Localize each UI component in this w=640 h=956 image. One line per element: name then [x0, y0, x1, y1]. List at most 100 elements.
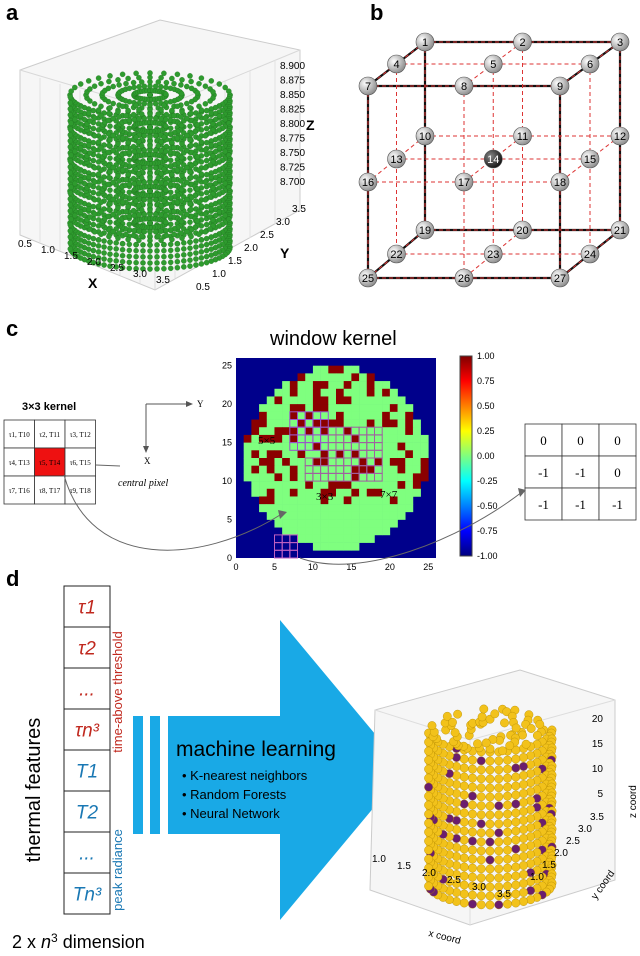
- heatmap-cell: [266, 481, 275, 490]
- point: [67, 100, 74, 106]
- heatmap-cell: [266, 396, 275, 405]
- output-point: [468, 836, 477, 846]
- heatmap-cell: [336, 481, 344, 490]
- point: [207, 130, 213, 136]
- point: [126, 241, 133, 248]
- node-ball: [550, 172, 570, 192]
- heatmap-cell: [351, 404, 360, 413]
- colorbar-tick: -0.75: [477, 526, 498, 536]
- point: [147, 166, 153, 172]
- point: [188, 78, 194, 85]
- point: [158, 211, 164, 218]
- point: [95, 255, 102, 261]
- heatmap-cell: [305, 465, 314, 474]
- heatmap-cell: [351, 373, 360, 382]
- point: [107, 137, 113, 143]
- heatmap-cell: [366, 519, 375, 528]
- point: [126, 253, 133, 260]
- output-point: [498, 746, 507, 756]
- heatmap-cell: [343, 411, 352, 420]
- heatmap-cell: [343, 542, 352, 551]
- ml-method: • Neural Network: [182, 806, 280, 821]
- heatmap-cell: [343, 496, 352, 505]
- heatmap-cell: [305, 519, 314, 528]
- output-point: [476, 810, 486, 820]
- window-label: 5×5: [258, 435, 276, 447]
- output-value: 0: [614, 465, 621, 480]
- output-z-tick: 5: [597, 789, 603, 800]
- point: [136, 147, 142, 154]
- point: [216, 209, 223, 215]
- heatmap-cell: [251, 465, 260, 474]
- thermal-features-label: thermal features: [23, 718, 45, 863]
- heatmap-cell: [397, 404, 406, 413]
- point: [203, 125, 210, 132]
- heatmap-cell: [266, 473, 275, 482]
- output-value: -1: [575, 465, 586, 480]
- output-y-tick: 1.0: [530, 872, 544, 883]
- heatmap-cell: [328, 504, 337, 513]
- heatmap-cell: [251, 442, 260, 451]
- heatmap-cell: [320, 411, 329, 420]
- heatmap-cell: [389, 396, 398, 405]
- heatmap-cell: [289, 442, 298, 451]
- y-tick: 2.5: [260, 230, 274, 241]
- point: [169, 107, 175, 114]
- heatmap-cell: [289, 404, 298, 413]
- heatmap-cell: [289, 465, 298, 474]
- point: [193, 262, 199, 268]
- point: [222, 180, 228, 187]
- heatmap-cell: [412, 427, 421, 436]
- heatmap-cell: [366, 373, 375, 382]
- heatmap-cell: [336, 365, 344, 374]
- feature-cell: [63, 790, 111, 833]
- heatmap-cell: [289, 411, 298, 420]
- point: [131, 116, 137, 123]
- panel-a-z-ticks: 8.7008.7258.7508.7758.8008.8258.8508.875…: [280, 61, 305, 188]
- output-point: [500, 718, 509, 728]
- point: [155, 143, 162, 149]
- heatmap-cell: [389, 488, 398, 497]
- node-ball: [415, 126, 435, 146]
- point: [147, 70, 153, 76]
- heatmap-cell: [397, 419, 406, 428]
- point: [198, 107, 205, 113]
- output-point: [503, 791, 512, 801]
- kernel-cell-label: τ1, T10: [9, 431, 31, 439]
- y-tick: 1.0: [212, 269, 226, 280]
- heatmap-cell: [320, 404, 329, 413]
- output-point: [476, 882, 486, 892]
- heatmap-cell: [366, 488, 375, 497]
- heatmap-cell: [366, 450, 375, 459]
- point: [169, 236, 175, 243]
- heatmap-cell: [397, 465, 406, 474]
- point: [167, 221, 174, 228]
- heatmap-cell: [420, 465, 429, 474]
- point: [155, 111, 162, 117]
- output-cell: [561, 455, 600, 489]
- node-label: 13: [390, 154, 402, 166]
- heatmap-cell: [328, 481, 337, 490]
- point: [67, 234, 74, 240]
- feature-cell: [63, 626, 111, 669]
- output-point: [459, 754, 469, 764]
- point: [133, 253, 139, 260]
- x-tick: 1.0: [41, 245, 55, 256]
- point: [163, 232, 170, 239]
- point: [77, 177, 84, 183]
- output-value: -1: [612, 497, 623, 512]
- point: [72, 212, 78, 219]
- heatmap-cell: [320, 496, 329, 505]
- output-x-tick: 2.0: [422, 868, 436, 879]
- node-ball: [580, 149, 600, 169]
- point: [136, 74, 142, 81]
- y-tick: 2.0: [244, 243, 258, 254]
- output-point: [503, 764, 512, 774]
- heatmap-cell: [305, 434, 314, 443]
- heatmap-cell: [328, 534, 337, 543]
- heatmap-cell: [289, 434, 298, 443]
- point: [147, 248, 153, 254]
- output-point: [503, 881, 512, 891]
- point: [158, 83, 164, 90]
